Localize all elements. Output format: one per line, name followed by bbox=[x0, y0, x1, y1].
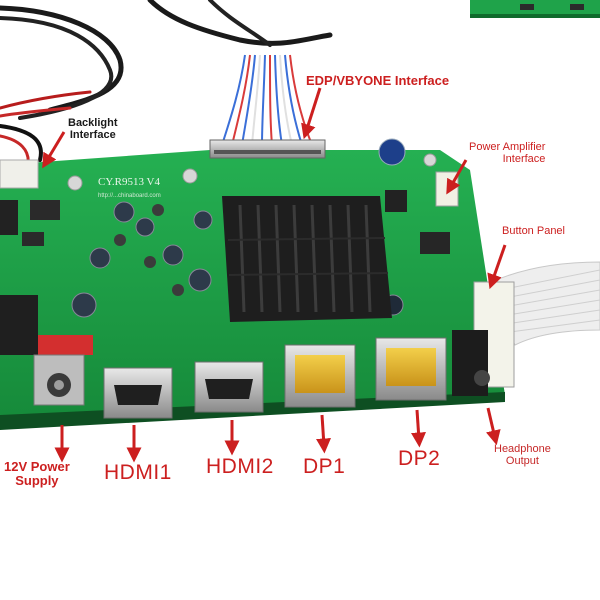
headphone-label-line2: Output bbox=[505, 454, 539, 467]
board-url-silkscreen: http://...chinaboard.com bbox=[98, 193, 161, 199]
button-panel-label: Button Panel bbox=[502, 225, 565, 237]
callout-arrows bbox=[42, 87, 507, 463]
edp-ribbon-wires bbox=[221, 54, 313, 146]
hdmi2-port bbox=[194, 361, 264, 413]
hdmi1-port bbox=[103, 367, 173, 419]
cable-bundle bbox=[0, 0, 333, 167]
power-supply-label-line1: 12V Power bbox=[4, 459, 70, 474]
secondary-board-top-right bbox=[470, 0, 600, 18]
power-amp-label: Power Amplifier Interface bbox=[469, 141, 546, 165]
power-amp-label-line1: Power Amplifier bbox=[469, 141, 546, 153]
backlight-label-line1: Backlight bbox=[68, 117, 118, 129]
dp2-label: DP2 bbox=[398, 447, 441, 470]
backlight-label: Backlight Interface bbox=[68, 117, 118, 141]
headphone-label: Headphone Output bbox=[494, 443, 551, 467]
hdmi2-label: HDMI2 bbox=[206, 455, 274, 478]
heatsink bbox=[222, 196, 392, 322]
headphone-label-line1: Headphone bbox=[494, 443, 551, 455]
left-connectors bbox=[0, 159, 93, 406]
power-supply-label-line2: Supply bbox=[15, 472, 59, 488]
ics bbox=[22, 190, 450, 254]
backlight-label-line2: Interface bbox=[69, 128, 116, 141]
power-supply-label: 12V Power Supply bbox=[4, 460, 70, 487]
hdmi1-label: HDMI1 bbox=[104, 461, 172, 484]
dp2-port bbox=[375, 337, 447, 401]
power-amp-label-line2: Interface bbox=[502, 152, 546, 165]
edp-connector bbox=[209, 139, 326, 159]
headphone-jack bbox=[452, 330, 490, 396]
board-model-silkscreen: CY.R9513 V4 bbox=[98, 176, 160, 188]
edp-label: EDP/VBYONE Interface bbox=[306, 73, 450, 88]
dp1-port bbox=[284, 344, 356, 408]
dp1-label: DP1 bbox=[303, 455, 346, 478]
capacitors bbox=[71, 138, 406, 318]
